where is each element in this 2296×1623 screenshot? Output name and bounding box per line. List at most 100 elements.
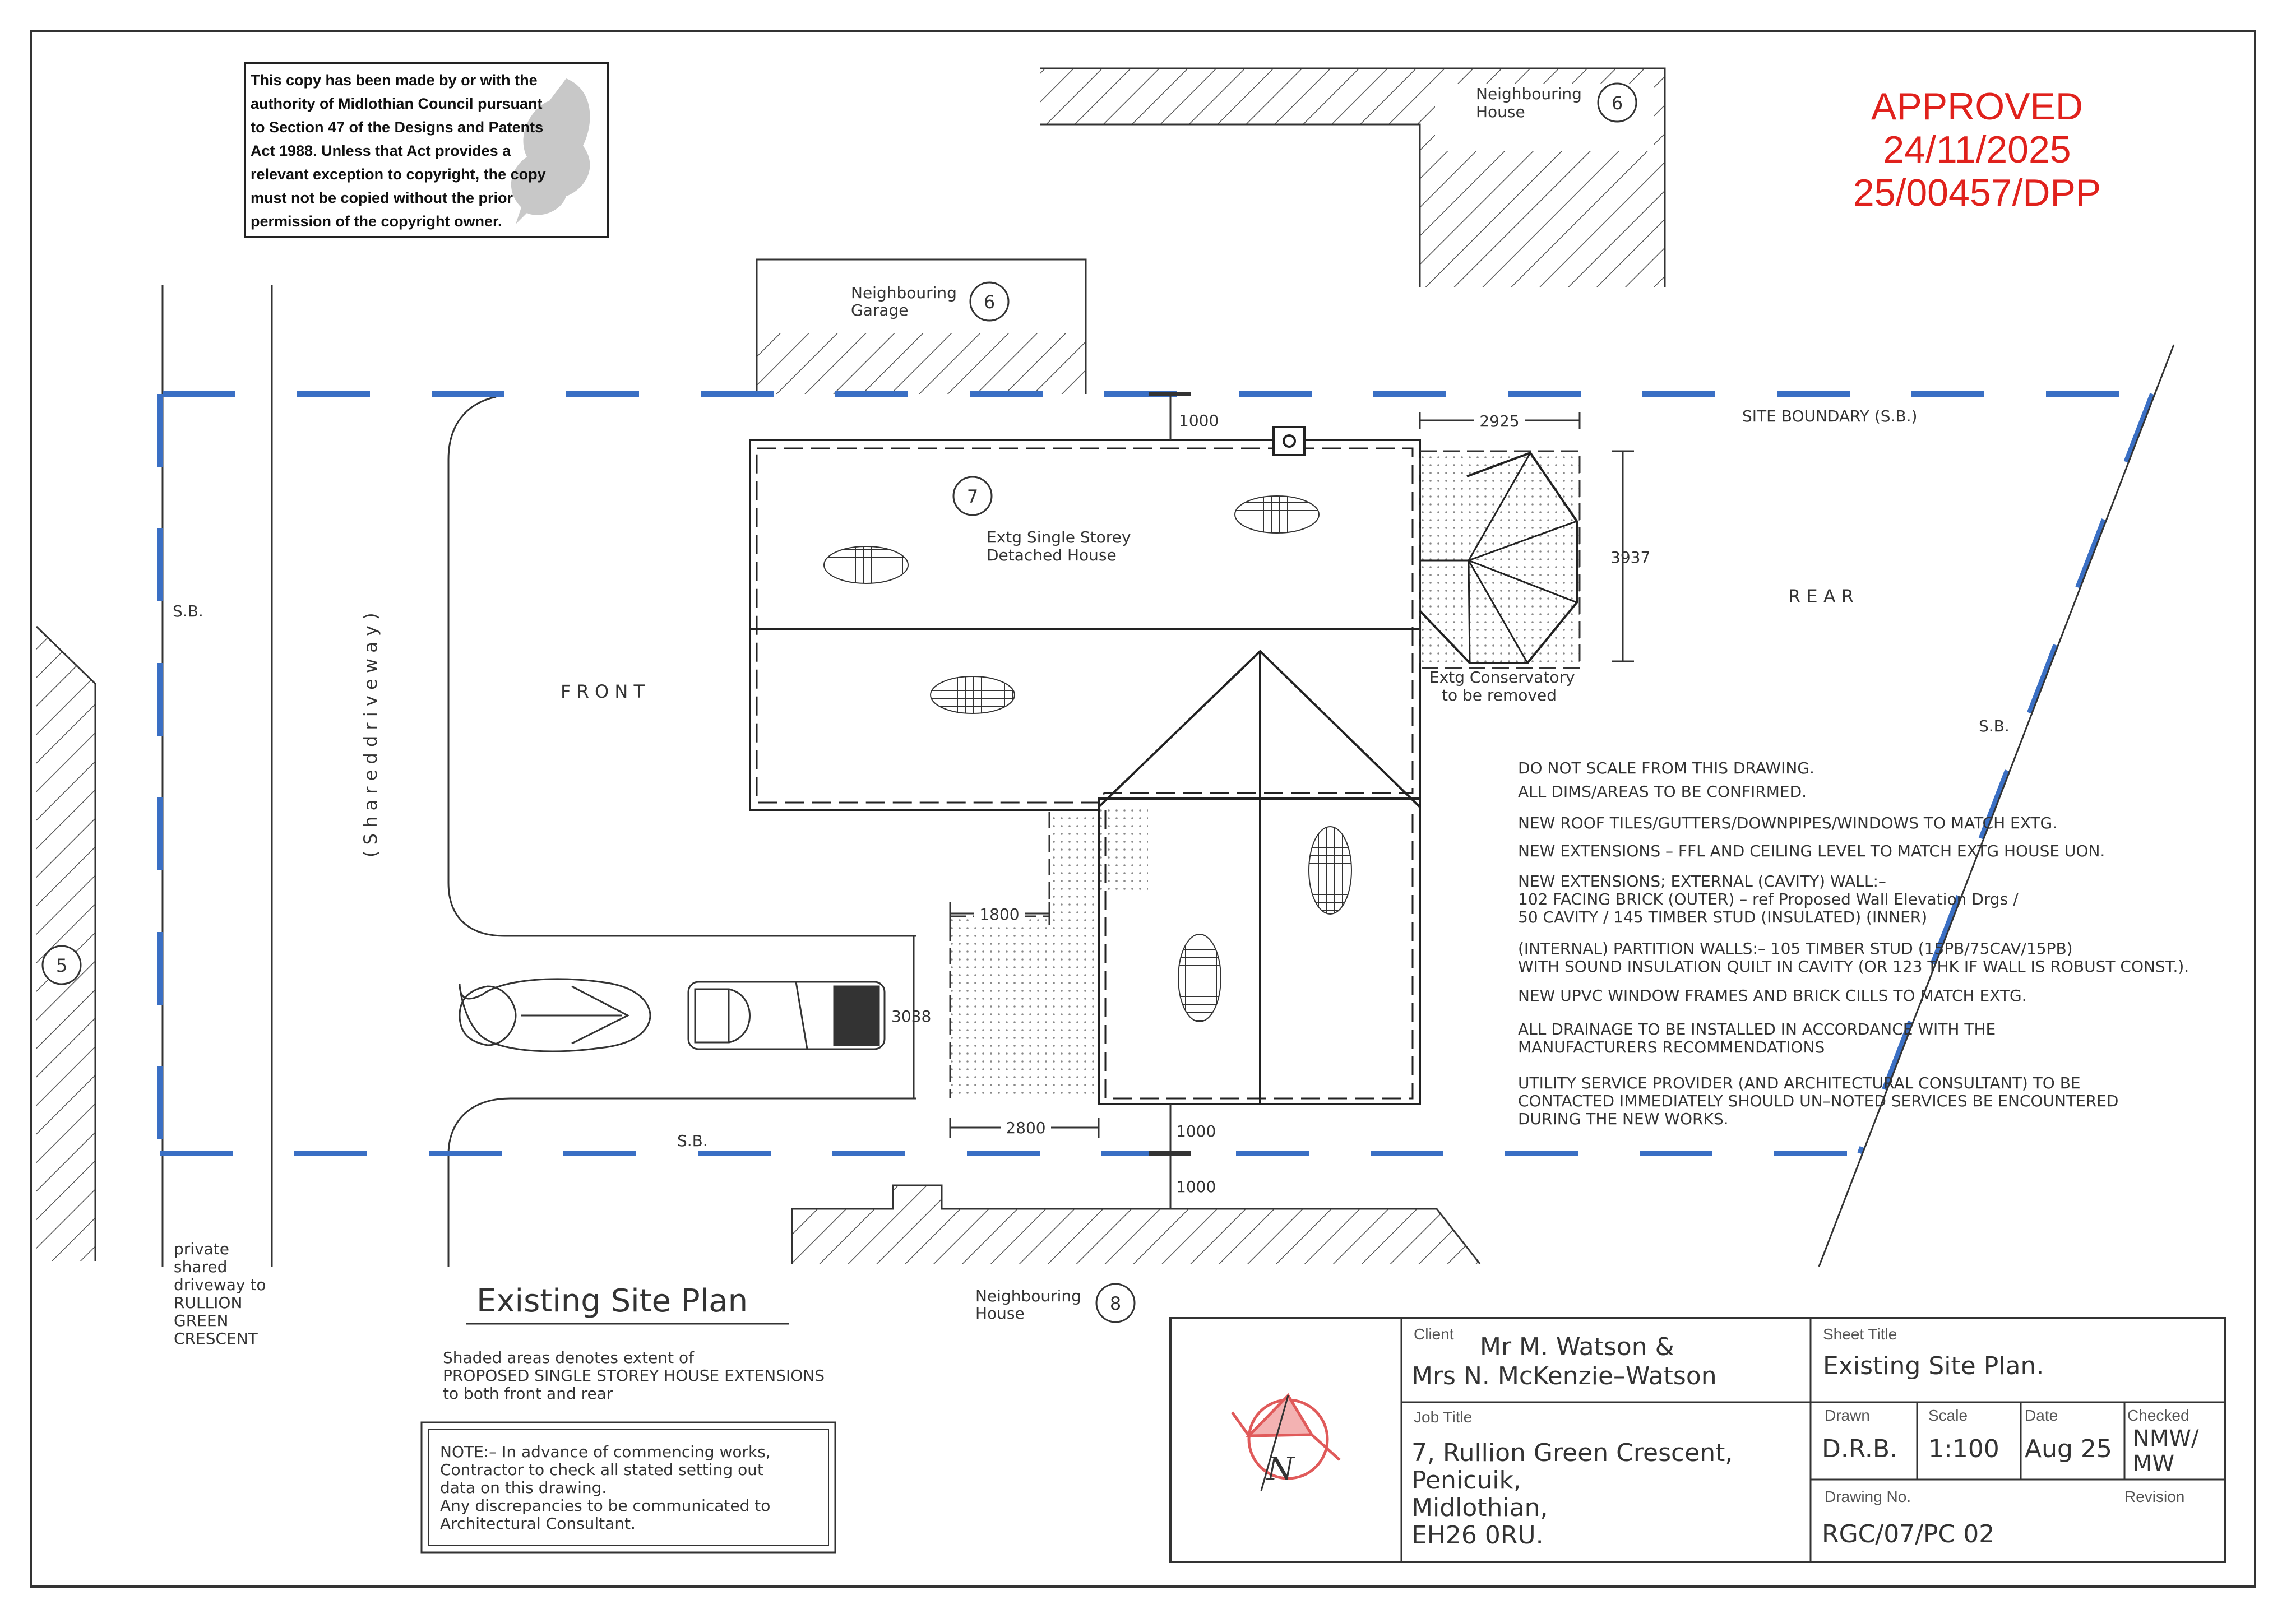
private-driveway-line: shared — [174, 1258, 227, 1276]
proposed-front-extension — [949, 807, 1148, 1098]
dim-conservatory-depth: 3937 — [1610, 548, 1650, 567]
shared-driveway-outline — [447, 396, 916, 1267]
house-number-6: 6 — [1612, 92, 1623, 114]
approval-date: 24/11/2025 — [1883, 128, 2071, 171]
note-line: NEW EXTENSIONS; EXTERNAL (CAVITY) WALL:– — [1518, 872, 1886, 891]
note-line: ALL DRAINAGE TO BE INSTALLED IN ACCORDAN… — [1518, 1020, 1996, 1038]
private-driveway-line: CRESCENT — [174, 1329, 258, 1348]
private-driveway-label: private shared driveway to RULLION GREEN… — [174, 1240, 266, 1348]
neighbouring-house-label: Neighbouring — [975, 1287, 1081, 1305]
house-number-8: 8 — [1110, 1293, 1121, 1314]
dimension-lines — [913, 392, 1634, 1209]
job-title-line: Penicuik, — [1411, 1466, 1521, 1495]
scale-value: 1:100 — [1928, 1435, 1999, 1463]
client-label: Client — [1414, 1325, 1454, 1343]
site-boundary-label: SITE BOUNDARY (S.B.) — [1742, 407, 1917, 425]
dim-top-gap: 1000 — [1179, 411, 1219, 430]
private-driveway-line: GREEN — [174, 1311, 228, 1330]
oak-leaf-watermark — [511, 78, 590, 224]
plan-title: Existing Site Plan — [476, 1283, 748, 1319]
job-title-line: 7, Rullion Green Crescent, — [1411, 1439, 1733, 1467]
copyright-line: must not be copied without the prior — [251, 189, 513, 206]
dim-conservatory-width: 2925 — [1479, 412, 1519, 430]
rooflight — [930, 676, 1015, 714]
general-notes: DO NOT SCALE FROM THIS DRAWING. ALL DIMS… — [1518, 759, 2189, 1128]
copyright-line: authority of Midlothian Council pursuant — [251, 95, 542, 112]
conservatory-label: to be removed — [1442, 686, 1557, 704]
neighbouring-house-label: House — [975, 1304, 1025, 1323]
note-line: NEW ROOF TILES/GUTTERS/DOWNPIPES/WINDOWS… — [1518, 814, 2057, 832]
rear-label: R E A R — [1788, 586, 1854, 607]
approval-status: APPROVED — [1871, 85, 2083, 128]
note-line: CONTACTED IMMEDIATELY SHOULD UN–NOTED SE… — [1518, 1092, 2118, 1110]
neighbouring-house-6: Neighbouring House 6 — [1040, 67, 1666, 287]
rooflight — [823, 546, 909, 584]
note-line: (INTERNAL) PARTITION WALLS:– 105 TIMBER … — [1518, 939, 2073, 958]
commencing-note-line: Any discrepancies to be communicated to — [440, 1496, 770, 1515]
note-line: 50 CAVITY / 145 TIMBER STUD (INSULATED) … — [1518, 908, 1927, 926]
drawn-label: Drawn — [1825, 1407, 1870, 1424]
copyright-line: This copy has been made by or with the — [251, 72, 538, 89]
sheet-title: Existing Site Plan. — [1823, 1352, 2044, 1380]
client-line: Mrs N. McKenzie–Watson — [1411, 1362, 1717, 1390]
house-label: Extg Single Storey — [987, 528, 1131, 546]
note-line: UTILITY SERVICE PROVIDER (AND ARCHITECTU… — [1518, 1074, 2081, 1092]
property-number-5: 5 — [56, 955, 67, 976]
drawn-value: D.R.B. — [1822, 1435, 1897, 1463]
revision-label: Revision — [2124, 1488, 2184, 1505]
note-line: DO NOT SCALE FROM THIS DRAWING. — [1518, 759, 1814, 777]
sheet-border — [30, 30, 2256, 1588]
commencing-works-note: NOTE:– In advance of commencing works, C… — [420, 1421, 836, 1554]
copyright-line: permission of the copyright owner. — [251, 213, 502, 230]
north-label: N — [1266, 1451, 1295, 1487]
approval-stamp: APPROVED 24/11/2025 25/00457/DPP — [1853, 85, 2101, 214]
date-label: Date — [2025, 1407, 2058, 1424]
neighbouring-house-label: House — [1476, 103, 1525, 121]
north-arrow: N — [1230, 1393, 1341, 1491]
dim-front-ext-depth: 3038 — [891, 1007, 931, 1026]
shaded-note-line: to both front and rear — [443, 1384, 613, 1403]
date-value: Aug 25 — [2025, 1435, 2112, 1463]
note-line: 102 FACING BRICK (OUTER) – ref Proposed … — [1518, 890, 2019, 908]
house-number-7: 7 — [967, 486, 978, 507]
car-saloon — [687, 981, 886, 1050]
site-boundary — [157, 391, 2155, 1156]
approval-reference: 25/00457/DPP — [1853, 171, 2101, 214]
neighbouring-garage-6: Neighbouring Garage 6 — [756, 258, 1087, 394]
checked-value: NMW/ — [2133, 1426, 2199, 1452]
note-line: ALL DIMS/AREAS TO BE CONFIRMED. — [1518, 782, 1807, 801]
rooflight — [1178, 934, 1221, 1022]
neighbouring-garage-label: Neighbouring — [851, 284, 957, 302]
shaded-note-line: Shaded areas denotes extent of — [443, 1348, 695, 1367]
private-driveway-line: driveway to — [174, 1276, 266, 1294]
commencing-note-line: Architectural Consultant. — [440, 1514, 636, 1533]
conservatory: Extg Conservatory to be removed — [1419, 450, 1581, 704]
note-line: MANUFACTURERS RECOMMENDATIONS — [1518, 1038, 1825, 1056]
client-line: Mr M. Watson & — [1480, 1333, 1674, 1361]
copyright-line: relevant exception to copyright, the cop… — [251, 166, 546, 183]
note-line: DURING THE NEW WORKS. — [1518, 1110, 1729, 1128]
boundary-fence-line — [1818, 344, 2175, 1267]
job-title-line: EH26 0RU. — [1411, 1521, 1544, 1550]
checked-value: MW — [2133, 1451, 2174, 1477]
commencing-note-line: NOTE:– In advance of commencing works, — [440, 1443, 771, 1461]
neighbouring-property-5: 5 — [35, 625, 96, 1261]
commencing-note-line: data on this drawing. — [440, 1478, 607, 1497]
dim-bottom-gap-1: 1000 — [1176, 1122, 1216, 1140]
note-line: NEW EXTENSIONS – FFL AND CEILING LEVEL T… — [1518, 842, 2105, 860]
job-title-label: Job Title — [1414, 1408, 1472, 1426]
rooflight — [1234, 495, 1320, 534]
sheet-title-label: Sheet Title — [1823, 1325, 1897, 1343]
job-title-line: Midlothian, — [1411, 1494, 1548, 1522]
copyright-line: to Section 47 of the Designs and Patents — [251, 119, 543, 136]
neighbouring-house-8: Neighbouring House 8 — [791, 1184, 1481, 1323]
shaded-note-line: PROPOSED SINGLE STOREY HOUSE EXTENSIONS — [443, 1366, 825, 1385]
scale-label: Scale — [1928, 1407, 1968, 1424]
checked-label: Checked — [2127, 1407, 2189, 1424]
front-label: F R O N T — [561, 681, 645, 702]
sb-right-label: S.B. — [1979, 717, 2010, 735]
note-line: NEW UPVC WINDOW FRAMES AND BRICK CILLS T… — [1518, 986, 2027, 1005]
note-line: WITH SOUND INSULATION QUILT IN CAVITY (O… — [1518, 957, 2189, 976]
shaded-areas-note: Shaded areas denotes extent of PROPOSED … — [443, 1348, 825, 1403]
